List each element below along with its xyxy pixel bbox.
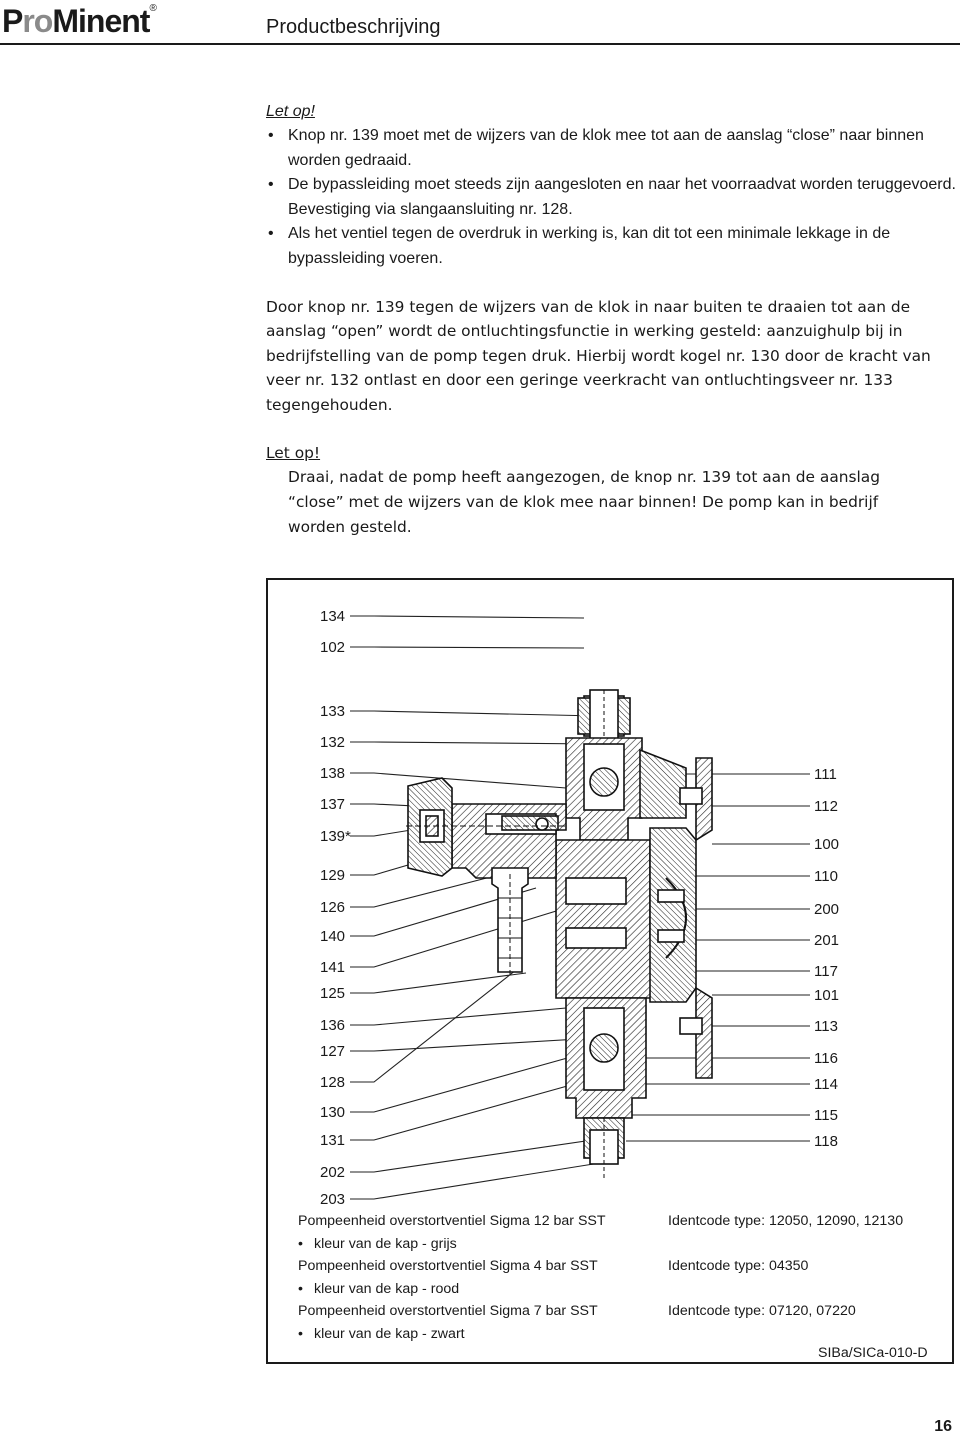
caption-row: Pompeenheid overstortventiel Sigma 4 bar…: [298, 1257, 598, 1275]
leader-line: [350, 887, 537, 937]
callout-label-right: 118: [814, 1133, 838, 1150]
caption-row: Pompeenheid overstortventiel Sigma 12 ba…: [298, 1212, 606, 1230]
description-paragraph: Door knop nr. 139 tegen de wijzers van d…: [266, 298, 931, 414]
warning-item: De bypassleiding moet steeds zijn aanges…: [268, 173, 958, 222]
caption-identcode: Identcode type: 07120, 07220: [668, 1303, 856, 1319]
callout-label-left: 133: [320, 703, 345, 720]
callout-label-left: 139*: [320, 828, 351, 845]
leader-line: [350, 615, 585, 619]
leader-line: [350, 1007, 567, 1026]
header-divider: [0, 43, 960, 45]
callout-label-left: 102: [320, 639, 345, 656]
leader-line: [350, 772, 567, 789]
figure-code: SIBa/SICa-010-D: [818, 1345, 928, 1361]
callout-labels: 134 102 133 132 138 137 139* 129 126 140 141 125 136…: [320, 608, 839, 1208]
leader-line: [350, 741, 599, 745]
callout-label-left: 141: [320, 959, 345, 976]
leader-line: [350, 972, 527, 994]
warning-item: Als het ventiel tegen de overdruk in wer…: [268, 222, 958, 271]
caption-color: kleur van de kap - grijs: [314, 1236, 457, 1252]
caption-product: Pompeenheid overstortventiel Sigma 4 bar…: [298, 1258, 598, 1274]
caption-product: Pompeenheid overstortventiel Sigma 12 ba…: [298, 1213, 606, 1229]
callout-label-right: 110: [814, 868, 838, 885]
callout-label-left: 137: [320, 796, 345, 813]
leader-line: [350, 1049, 597, 1113]
leader-line: [350, 1137, 607, 1173]
leader-line: [350, 969, 517, 1083]
leader-line: [350, 646, 585, 649]
caption-row: •kleur van de kap - zwart: [298, 1326, 465, 1342]
caption-row: •kleur van de kap - rood: [298, 1281, 460, 1297]
leader-line: [350, 1077, 597, 1141]
leader-line: [350, 710, 599, 717]
callout-label-right: 113: [814, 1018, 838, 1035]
caption-row: •kleur van de kap - grijs: [298, 1236, 457, 1252]
caption-row: Pompeenheid overstortventiel Sigma 7 bar…: [298, 1302, 598, 1320]
page-number: 16: [934, 1418, 952, 1435]
callout-label-right: 115: [814, 1107, 838, 1124]
caption-product: Pompeenheid overstortventiel Sigma 7 bar…: [298, 1303, 598, 1319]
leader-line: [350, 907, 567, 968]
callout-label-right: 117: [814, 963, 838, 980]
callout-label-left: 126: [320, 899, 345, 916]
warning-list: Knop nr. 139 moet met de wijzers van de …: [268, 124, 958, 272]
warning-text-2: Draai, nadat de pomp heeft aangezogen, d…: [288, 468, 881, 536]
caption-identcode: Identcode type: 12050, 12090, 12130: [668, 1213, 904, 1229]
callout-label-left: 127: [320, 1043, 345, 1060]
leader-line: [350, 872, 507, 908]
callout-label-left: 203: [320, 1191, 345, 1208]
callout-label-left: 136: [320, 1017, 345, 1034]
leader-line: [350, 1161, 607, 1200]
callout-label-right: 200: [814, 901, 839, 918]
callout-label-left: 131: [320, 1132, 345, 1149]
callout-label-right: 101: [814, 987, 839, 1004]
callout-label-left: 130: [320, 1104, 345, 1121]
callout-label-right: 100: [814, 836, 839, 853]
callout-label-left: 138: [320, 765, 345, 782]
warning-item: Knop nr. 139 moet met de wijzers van de …: [268, 124, 958, 173]
valve-drawing: 134 102 133 132 138 137 139* 129 126 140 141 125 136…: [320, 608, 839, 1208]
figure-frame: [266, 578, 954, 1364]
callout-label-right: 112: [814, 798, 838, 815]
warning-label: Let op!: [266, 103, 315, 120]
callout-label-right: 111: [814, 766, 837, 783]
callout-label-left: 202: [320, 1164, 345, 1181]
prominent-logo: ProMinent®: [2, 3, 157, 39]
page-title: Productbeschrijving: [266, 16, 441, 38]
callout-label-right: 114: [814, 1076, 838, 1093]
callout-label-left: 125: [320, 985, 345, 1002]
callout-label-left: 128: [320, 1074, 345, 1091]
callout-label-left: 134: [320, 608, 345, 625]
callout-label-right: 201: [814, 932, 839, 949]
pump-head-body: [406, 689, 713, 1178]
caption-identcode: Identcode type: 04350: [668, 1258, 809, 1274]
callout-label-left: 132: [320, 734, 345, 751]
leader-line: [350, 1037, 597, 1052]
caption-color: kleur van de kap - rood: [314, 1281, 460, 1297]
warning-label-2: Let op!: [266, 444, 321, 462]
caption-color: kleur van de kap - zwart: [314, 1326, 465, 1342]
callout-label-right: 116: [814, 1050, 838, 1067]
callout-label-left: 140: [320, 928, 345, 945]
callout-label-left: 129: [320, 867, 345, 884]
